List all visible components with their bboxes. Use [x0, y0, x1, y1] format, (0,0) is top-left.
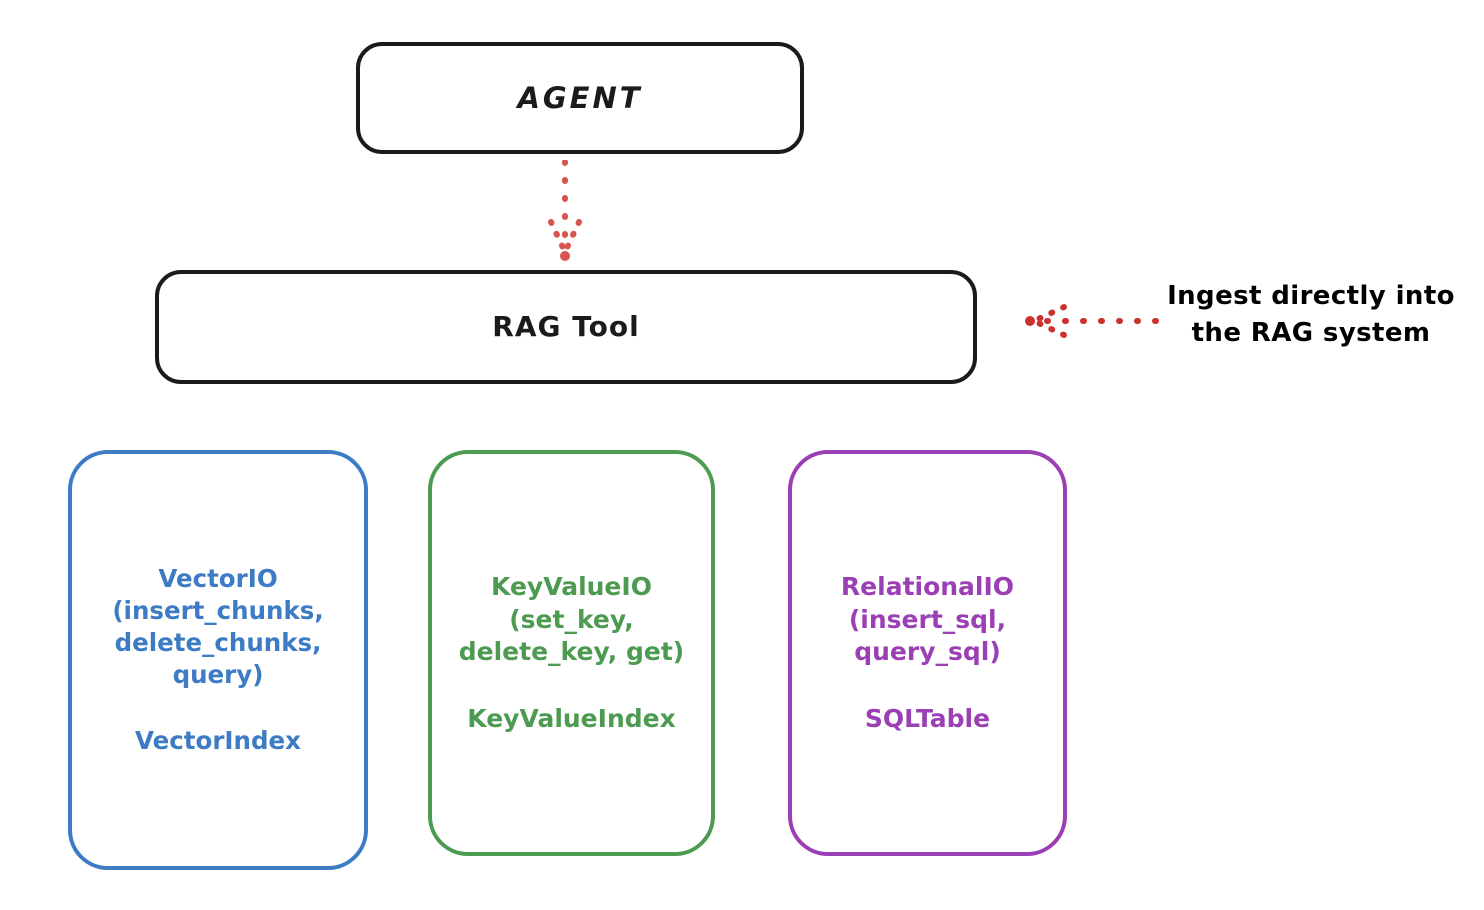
- arrow-agent-to-rag-tool-icon: [548, 159, 582, 261]
- card-vector-io-subtitle: VectorIndex: [135, 725, 301, 755]
- annotation-ingest-directly: Ingest directly into the RAG system: [1167, 281, 1455, 348]
- node-agent-label: AGENT: [517, 80, 643, 115]
- card-vector-io[interactable]: VectorIO (insert_chunks, delete_chunks, …: [68, 450, 368, 870]
- arrow-ingest-to-rag-tool-icon: [1025, 304, 1159, 338]
- card-key-value-io-title: KeyValueIO (set_key, delete_key, get): [458, 572, 685, 666]
- node-rag-tool-label: RAG Tool: [492, 309, 640, 343]
- card-relational-io[interactable]: RelationalIO (insert_sql, query_sql) SQL…: [788, 450, 1067, 856]
- card-relational-io-subtitle: SQLTable: [864, 703, 991, 733]
- card-key-value-io-subtitle: KeyValueIndex: [467, 703, 676, 733]
- card-vector-io-title: VectorIO (insert_chunks, delete_chunks, …: [112, 564, 324, 689]
- node-rag-tool[interactable]: RAG Tool: [155, 270, 977, 384]
- node-agent[interactable]: AGENT: [356, 42, 804, 154]
- arrow-agent-to-rag-tool: [520, 159, 610, 268]
- arrow-ingest-to-rag-tool: [1020, 298, 1160, 344]
- card-relational-io-title: RelationalIO (insert_sql, query_sql): [840, 572, 1015, 666]
- card-key-value-io[interactable]: KeyValueIO (set_key, delete_key, get) Ke…: [428, 450, 715, 856]
